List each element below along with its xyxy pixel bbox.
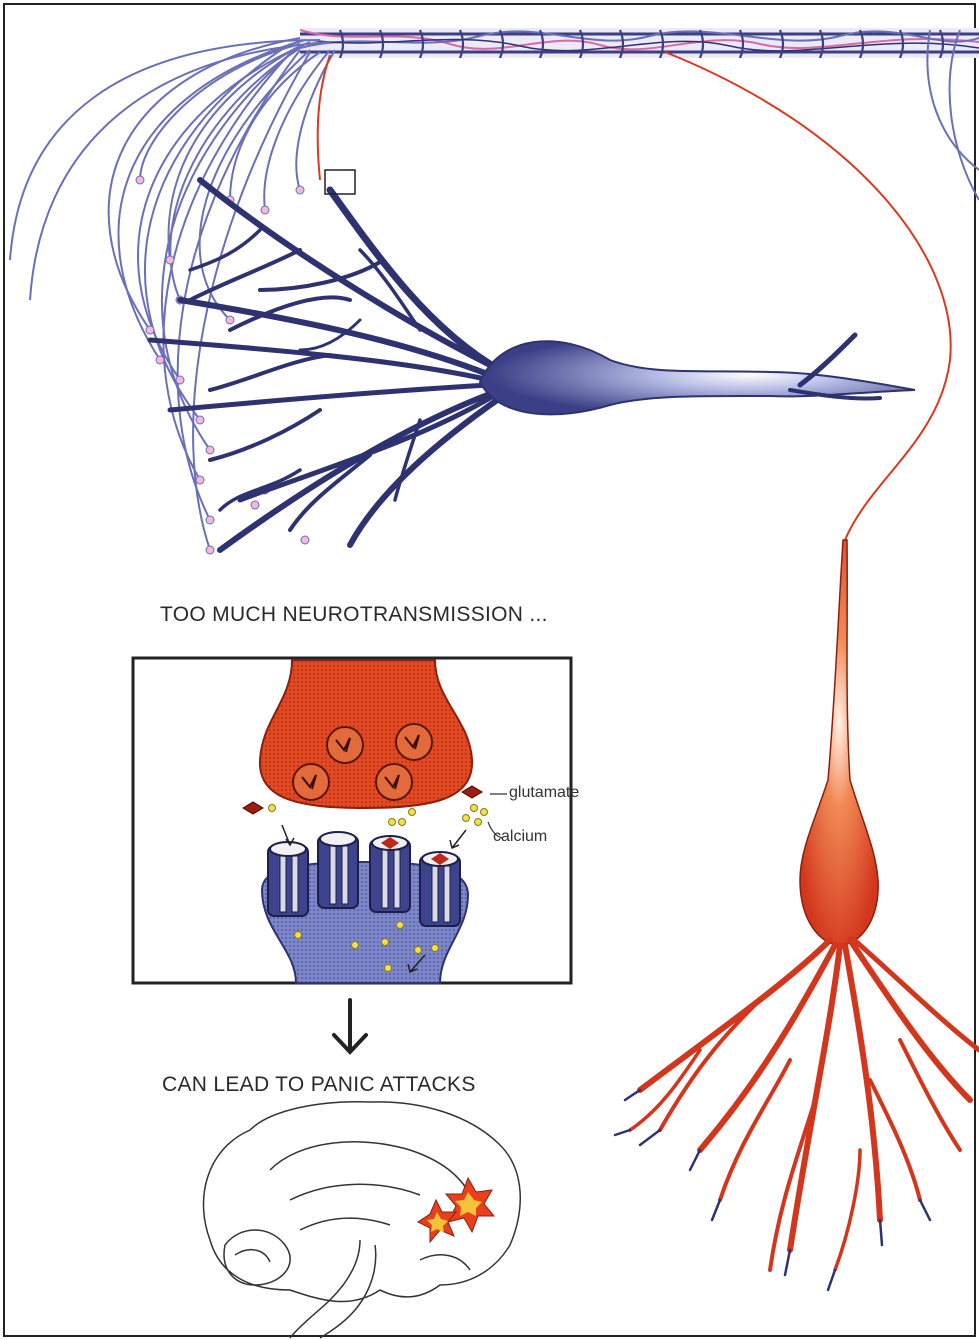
blue-neuron-soma: [480, 335, 915, 414]
axon-fibers: [10, 30, 979, 550]
caption-panic-attacks: CAN LEAD TO PANIC ATTACKS: [162, 1073, 476, 1097]
axon-bundle: [300, 28, 979, 58]
label-glutamate: glutamate: [509, 784, 579, 802]
blue-neuron-dendrites: [150, 180, 500, 550]
down-arrow-icon: [334, 1000, 366, 1052]
label-calcium: calcium: [493, 828, 547, 846]
caption-neurotransmission: TOO MUCH NEUROTRANSMISSION ...: [160, 603, 548, 627]
synapse-inset: [133, 658, 571, 983]
panic-focus-icon: [418, 1178, 494, 1242]
